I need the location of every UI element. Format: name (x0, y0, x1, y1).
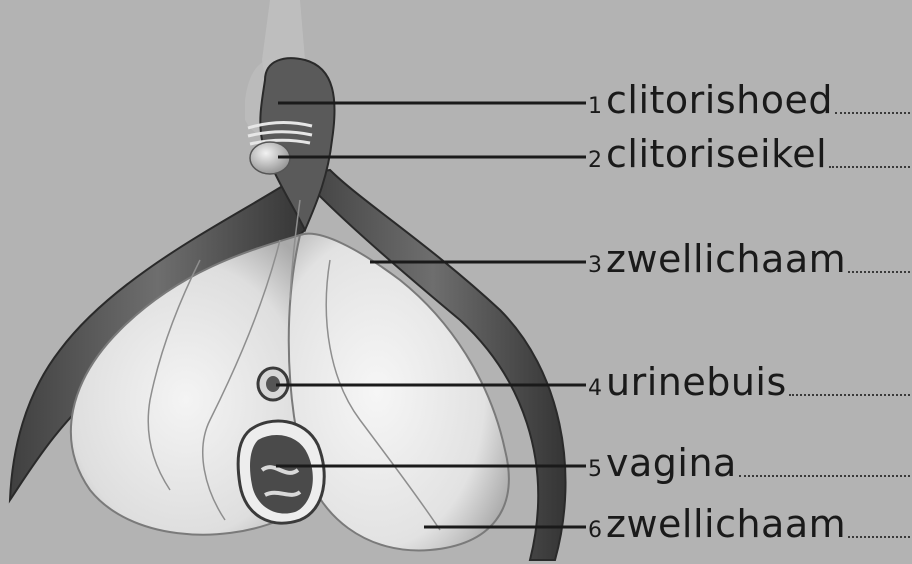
label-1: 1 clitorishoed (588, 78, 910, 122)
label-number: 1 (588, 94, 602, 119)
label-term: clitorishoed (606, 78, 833, 122)
label-number: 5 (588, 457, 602, 482)
dotted-line (739, 475, 910, 477)
label-term: clitoriseikel (606, 132, 827, 176)
label-term: vagina (606, 441, 737, 485)
label-5: 5 vagina (588, 441, 910, 485)
label-2: 2 clitoriseikel (588, 132, 910, 176)
label-term: urinebuis (606, 360, 787, 404)
dotted-line (848, 271, 910, 273)
dotted-line (835, 112, 910, 114)
dotted-line (789, 394, 910, 396)
label-term: zwellichaam (606, 502, 846, 546)
dotted-line (829, 166, 910, 168)
label-number: 3 (588, 253, 602, 278)
label-6: 6 zwellichaam (588, 502, 910, 546)
label-number: 6 (588, 518, 602, 543)
label-4: 4 urinebuis (588, 360, 910, 404)
label-number: 2 (588, 148, 602, 173)
bulb-right (289, 234, 509, 551)
label-number: 4 (588, 376, 602, 401)
dotted-line (848, 536, 910, 538)
label-3: 3 zwellichaam (588, 237, 910, 281)
label-term: zwellichaam (606, 237, 846, 281)
